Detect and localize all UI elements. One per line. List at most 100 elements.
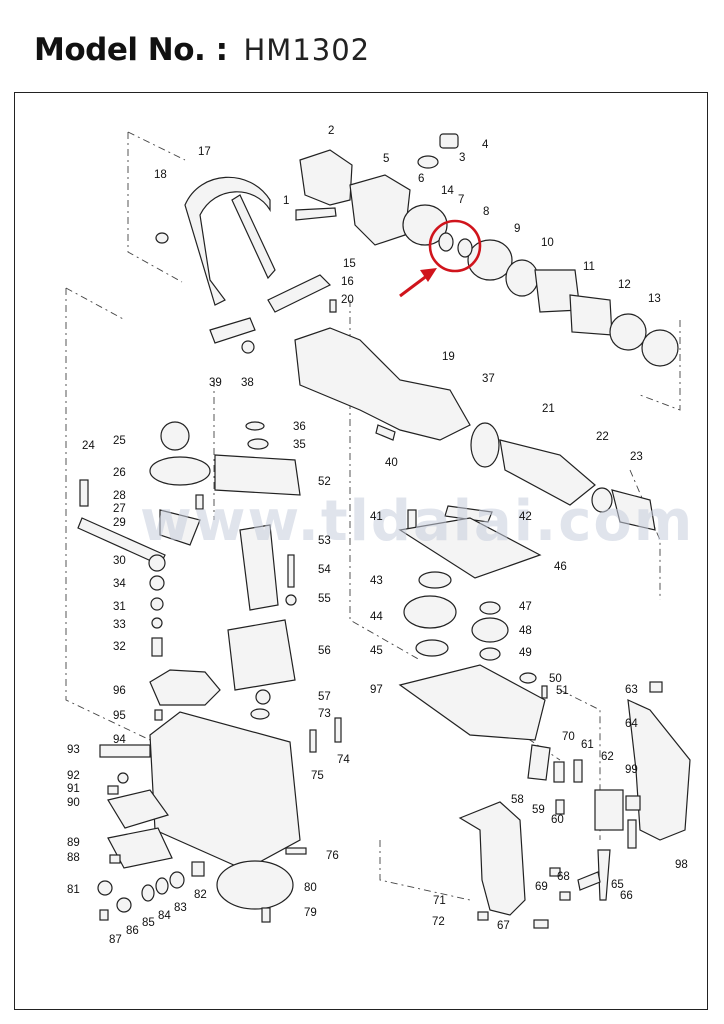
part-18-shape xyxy=(155,232,169,244)
part-number-16: 16 xyxy=(341,276,354,288)
part-50-shape xyxy=(519,672,537,684)
part-number-55: 55 xyxy=(318,593,331,605)
part-43-shape xyxy=(418,571,452,589)
part-36-shape xyxy=(245,421,265,431)
part-17b-shape xyxy=(231,194,276,280)
part-number-75: 75 xyxy=(311,770,324,782)
part-19-shape xyxy=(294,327,471,441)
part-85-shape xyxy=(141,884,155,902)
part-39-shape xyxy=(209,317,256,344)
part-number-3: 3 xyxy=(459,152,465,164)
part-28-shape xyxy=(195,494,204,510)
highlight-marker xyxy=(399,219,482,298)
part-37-shape xyxy=(470,422,500,468)
part-number-54: 54 xyxy=(318,564,331,576)
part-number-34: 34 xyxy=(113,578,126,590)
part-88-shape xyxy=(109,854,121,864)
part-number-36: 36 xyxy=(293,421,306,433)
part-number-90: 90 xyxy=(67,797,80,809)
part-75-shape xyxy=(309,729,317,753)
part-number-19: 19 xyxy=(442,351,455,363)
part-76-shape xyxy=(285,847,307,855)
part-97-shape xyxy=(398,664,546,741)
lower-small-parts xyxy=(97,744,307,923)
part-number-92: 92 xyxy=(67,770,80,782)
part-87-shape xyxy=(99,909,109,921)
part-82-shape xyxy=(191,861,205,877)
model-number: HM1302 xyxy=(243,33,371,67)
part-number-98: 98 xyxy=(675,859,688,871)
part-number-40: 40 xyxy=(385,457,398,469)
part-64-shape xyxy=(627,699,691,841)
part-number-47: 47 xyxy=(519,601,532,613)
part-number-14: 14 xyxy=(441,185,454,197)
diagram-frame xyxy=(14,92,708,1010)
part-86-shape xyxy=(116,897,132,913)
part-number-42: 42 xyxy=(519,511,532,523)
part-44-shape xyxy=(403,595,457,629)
part-81-shape xyxy=(97,880,113,896)
part-number-17: 17 xyxy=(198,146,211,158)
part-number-45: 45 xyxy=(370,645,383,657)
part-62-shape xyxy=(594,789,624,831)
part-48-shape xyxy=(471,617,509,643)
part-number-66: 66 xyxy=(620,890,633,902)
part-number-8: 8 xyxy=(483,206,489,218)
part-90-shape xyxy=(107,789,169,829)
part-38-shape xyxy=(241,340,255,354)
part-number-61: 61 xyxy=(581,739,594,751)
part-number-88: 88 xyxy=(67,852,80,864)
barrel-assembly xyxy=(294,327,656,531)
part-99-shape xyxy=(625,795,641,811)
part-56-shape xyxy=(227,619,296,691)
part-30-shape xyxy=(148,554,166,572)
part-69-shape xyxy=(559,891,571,901)
part-number-59: 59 xyxy=(532,804,545,816)
part-number-38: 38 xyxy=(241,377,254,389)
part-74-shape xyxy=(334,717,342,743)
part-72-shape xyxy=(477,911,489,921)
part-53-shape xyxy=(239,524,279,611)
part-98-shape xyxy=(627,819,637,849)
part-number-15: 15 xyxy=(343,258,356,270)
part-91-shape xyxy=(107,785,119,795)
part-number-82: 82 xyxy=(194,889,207,901)
part-84-shape xyxy=(155,877,169,895)
part-number-28: 28 xyxy=(113,490,126,502)
part-number-95: 95 xyxy=(113,710,126,722)
part-number-97: 97 xyxy=(370,684,383,696)
part-20-shape xyxy=(329,299,337,313)
part-number-1: 1 xyxy=(283,195,289,207)
part-3-shape xyxy=(417,155,439,169)
part-number-2: 2 xyxy=(328,125,334,137)
part-number-84: 84 xyxy=(158,910,171,922)
part-number-68: 68 xyxy=(557,871,570,883)
part-51-shape xyxy=(541,685,548,699)
part-number-71: 71 xyxy=(433,895,446,907)
part-number-62: 62 xyxy=(601,751,614,763)
part-number-63: 63 xyxy=(625,684,638,696)
part-number-12: 12 xyxy=(618,279,631,291)
part-number-70: 70 xyxy=(562,731,575,743)
gear-assembly xyxy=(398,505,548,741)
part-number-51: 51 xyxy=(556,685,569,697)
part-42-shape xyxy=(444,505,493,523)
part-47-shape xyxy=(479,601,501,615)
part-52-shape xyxy=(214,454,301,496)
part-number-24: 24 xyxy=(82,440,95,452)
part-12-shape xyxy=(609,313,647,351)
part-55-shape xyxy=(285,594,297,606)
part-number-67: 67 xyxy=(497,920,510,932)
part-number-23: 23 xyxy=(630,451,643,463)
part-number-13: 13 xyxy=(648,293,661,305)
part-number-53: 53 xyxy=(318,535,331,547)
model-header: Model No. : HM1302 xyxy=(34,32,370,76)
part-83-shape xyxy=(169,871,185,889)
part-number-80: 80 xyxy=(304,882,317,894)
part-number-33: 33 xyxy=(113,619,126,631)
part-number-35: 35 xyxy=(293,439,306,451)
part-number-41: 41 xyxy=(370,511,383,523)
part-number-50: 50 xyxy=(549,673,562,685)
part-23-shape xyxy=(611,489,656,531)
